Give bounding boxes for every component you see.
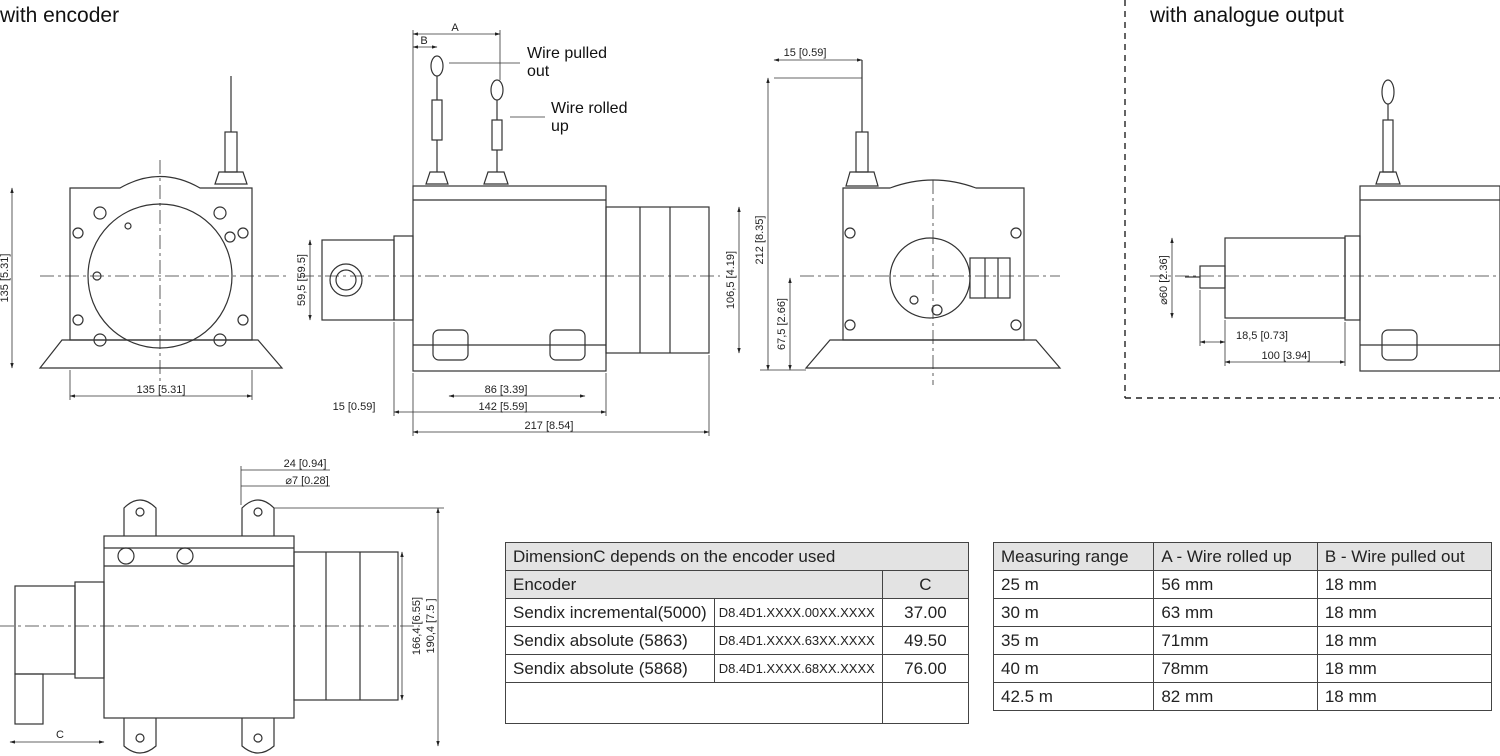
range-cell: 18 mm	[1316, 682, 1493, 711]
range-cell: 18 mm	[1316, 570, 1493, 599]
measuring-range-table: Measuring range A - Wire rolled up B - W…	[992, 542, 1493, 711]
encoder-name: Sendix absolute (5863)	[505, 626, 715, 655]
encoder-table-title: DimensionC depends on the encoder used	[505, 542, 969, 571]
side-dimensions	[308, 30, 741, 436]
range-cell: 82 mm	[1153, 682, 1318, 711]
analogue-dimensions	[1170, 237, 1346, 366]
dim-top-190: 190,4 [7.5 ]	[425, 598, 437, 653]
dim-side-drum: 106,5 [4.19]	[725, 251, 737, 309]
note-wire-pulled-out: Wire pulled out	[527, 45, 608, 80]
range-cell: 18 mm	[1316, 654, 1493, 683]
analogue-frame	[1124, 0, 1500, 399]
range-header-wire-pulled-out: B - Wire pulled out	[1316, 542, 1493, 571]
dim-right-15: 15 [0.59]	[784, 47, 827, 59]
dim-right-212: 212 [8.35]	[754, 216, 766, 265]
dim-top-hole: ⌀7 [0.28]	[285, 475, 328, 487]
dim-right-67: 67,5 [2.66]	[776, 298, 788, 350]
range-cell: 35 m	[992, 626, 1155, 655]
dim-front-height: 135 [5.31]	[0, 254, 11, 303]
range-cell: 63 mm	[1153, 598, 1318, 627]
title-with-analogue-output: with analogue output	[1150, 4, 1344, 27]
analogue-view	[1150, 79, 1500, 372]
front-dimensions	[10, 187, 253, 400]
title-with-encoder: with encoder	[0, 4, 120, 27]
encoder-c-value: 37.00	[881, 598, 970, 627]
side-view	[300, 55, 720, 372]
encoder-code: D8.4D1.XXXX.00XX.XXXX	[713, 598, 883, 627]
c-column-header: C	[881, 570, 970, 599]
range-cell: 42.5 m	[992, 682, 1155, 711]
dim-side-217: 217 [8.54]	[525, 420, 574, 432]
encoder-c-value: 76.00	[881, 654, 970, 683]
dim-side-connector: 59,5 [59.5]	[296, 254, 308, 306]
encoder-name: Sendix incremental(5000)	[505, 598, 715, 627]
dim-side-142: 142 [5.59]	[479, 401, 528, 413]
right-view	[800, 60, 1062, 385]
table-row: 25 m 56 mm 18 mm	[992, 570, 1493, 599]
encoder-name: Sendix absolute (5868)	[505, 654, 715, 683]
label-c: C	[56, 729, 64, 741]
dim-analog-dia: ⌀60 [2.36]	[1158, 255, 1170, 304]
dim-side-15: 15 [0.59]	[333, 401, 376, 413]
dim-top-24: 24 [0.94]	[284, 458, 327, 470]
range-cell: 71mm	[1153, 626, 1318, 655]
dim-analog-18: 18,5 [0.73]	[1236, 330, 1288, 342]
range-cell: 78mm	[1153, 654, 1318, 683]
range-header-wire-rolled-up: A - Wire rolled up	[1153, 542, 1318, 571]
right-dimensions	[760, 58, 863, 371]
top-view	[0, 499, 420, 754]
range-cell: 56 mm	[1153, 570, 1318, 599]
label-b: B	[420, 35, 427, 47]
encoder-dimension-table: DimensionC depends on the encoder used E…	[505, 542, 970, 724]
range-cell: 40 m	[992, 654, 1155, 683]
table-row: Sendix absolute (5868) D8.4D1.XXXX.68XX.…	[505, 654, 970, 683]
table-row: Sendix incremental(5000) D8.4D1.XXXX.00X…	[505, 598, 970, 627]
range-cell: 18 mm	[1316, 598, 1493, 627]
table-spacer-row	[505, 682, 970, 724]
dim-front-width: 135 [5.31]	[137, 384, 186, 396]
range-cell: 18 mm	[1316, 626, 1493, 655]
table-row: 30 m 63 mm 18 mm	[992, 598, 1493, 627]
table-row: 35 m 71mm 18 mm	[992, 626, 1493, 655]
dim-top-166: 166,4 [6.55]	[411, 597, 423, 655]
encoder-code: D8.4D1.XXXX.68XX.XXXX	[713, 654, 883, 683]
range-cell: 30 m	[992, 598, 1155, 627]
note-wire-rolled-up: Wire rolled up	[551, 100, 628, 135]
top-dimensions	[9, 466, 444, 747]
table-row: 40 m 78mm 18 mm	[992, 654, 1493, 683]
front-view	[38, 76, 290, 385]
encoder-column-header: Encoder	[505, 570, 883, 599]
label-a: A	[451, 22, 459, 34]
range-header-measuring-range: Measuring range	[992, 542, 1155, 571]
encoder-code: D8.4D1.XXXX.63XX.XXXX	[713, 626, 883, 655]
dimension-labels: 135 [5.31] 135 [5.31] A B 59,5 [59.5] 10…	[0, 22, 1310, 741]
encoder-c-value: 49.50	[881, 626, 970, 655]
dim-analog-100: 100 [3.94]	[1262, 350, 1311, 362]
table-row: Sendix absolute (5863) D8.4D1.XXXX.63XX.…	[505, 626, 970, 655]
table-row: 42.5 m 82 mm 18 mm	[992, 682, 1493, 711]
range-cell: 25 m	[992, 570, 1155, 599]
dim-side-86: 86 [3.39]	[485, 384, 528, 396]
